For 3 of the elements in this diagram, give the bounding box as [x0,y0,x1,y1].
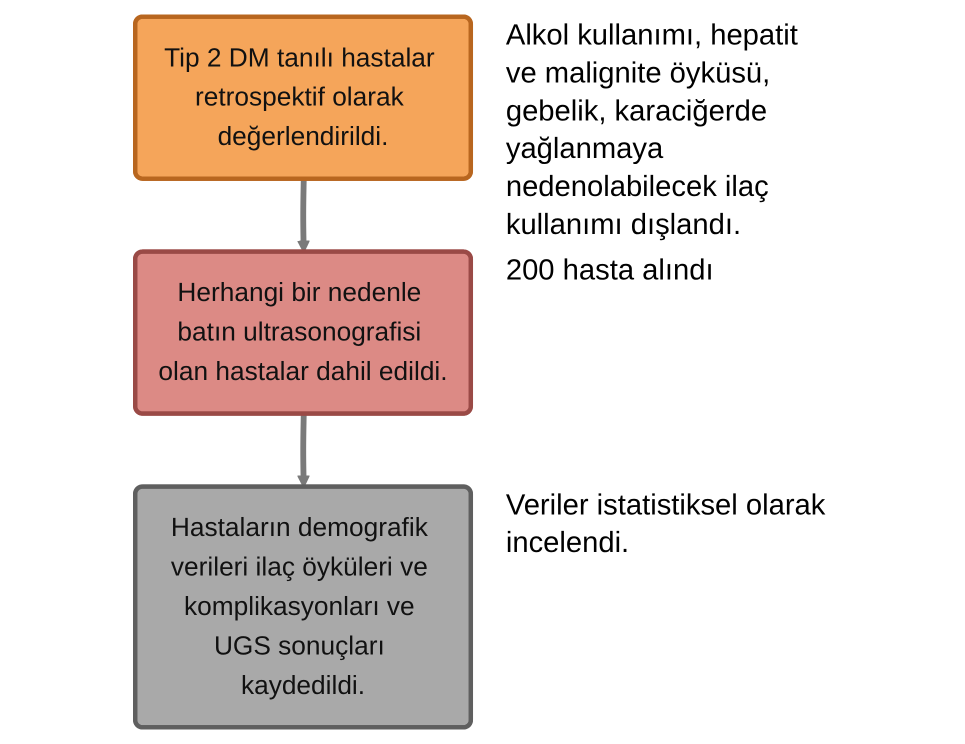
note-text: Alkol kullanımı, hepatit ve malignite öyküsü, gebelik, karaciğerde yağlanmaya nedenolabilecek ilaç kullanımı dışlandı. [506,18,799,244]
note-text: Veriler istatistiksel olarak incelendi. [506,488,826,562]
note-text: 200 hasta alındı [506,254,715,289]
